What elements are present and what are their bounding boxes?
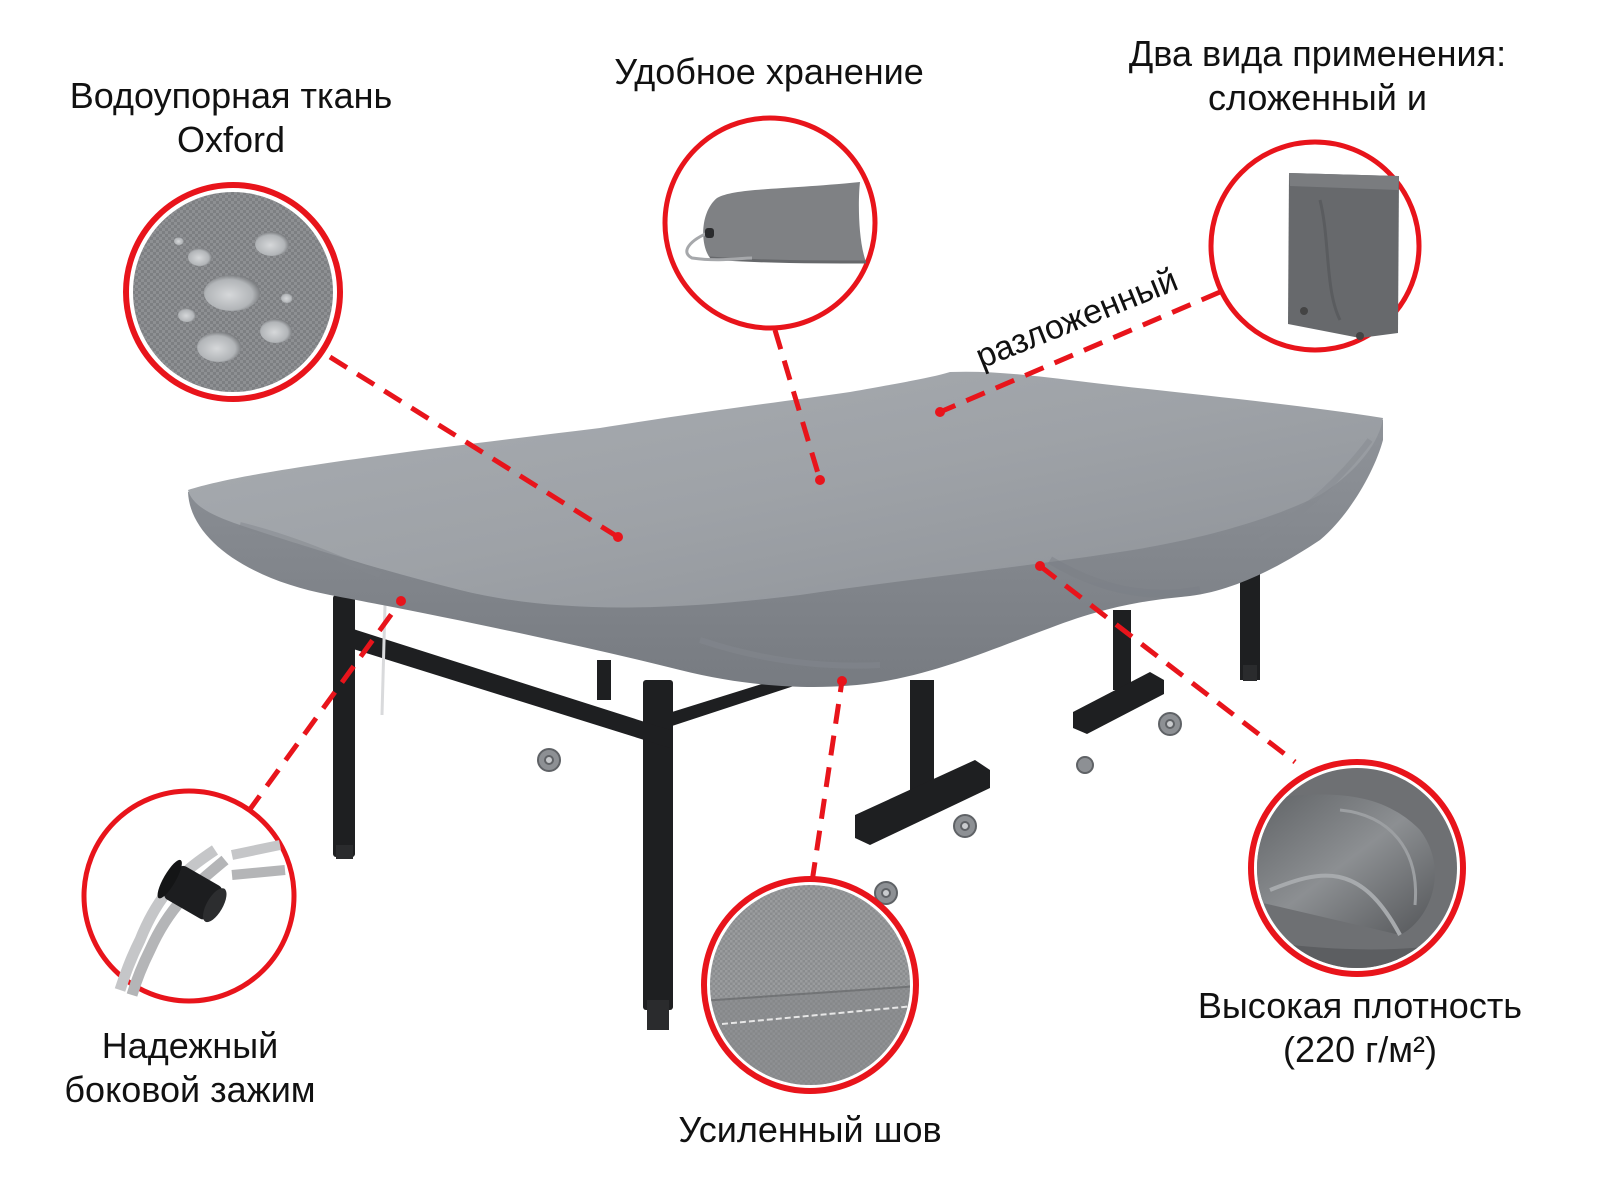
two-modes-label-line1: Два вида применения:: [1128, 33, 1507, 74]
two-modes-label-line2: сложенный и: [1208, 77, 1427, 118]
storage-bag-icon: [662, 115, 878, 331]
table-cover: [188, 371, 1383, 687]
table-frame: [333, 565, 1260, 1030]
density-label: Высокая плотность (220 г/м²): [1175, 984, 1545, 1072]
callout-dots: [396, 407, 1045, 686]
waterproof-fabric-label-line2: Oxford: [176, 119, 286, 160]
waterproof-fabric-label-line1: Водоупорная ткань: [69, 75, 393, 116]
waterproof-fabric-label: Водоупорная ткань Oxford: [46, 74, 416, 162]
side-clamp-label-line2: боковой зажим: [64, 1069, 316, 1110]
callout-lines: [245, 289, 1297, 883]
storage-label: Удобное хранение: [596, 50, 942, 94]
casters: [537, 712, 1182, 905]
cord-lock-icon: [81, 788, 297, 1004]
waterproof-fabric-icon: [123, 182, 343, 402]
storage-label-line1: Удобное хранение: [614, 51, 924, 92]
reinforced-seam-icon: [701, 876, 919, 1094]
density-label-line2: (220 г/м²): [1283, 1029, 1437, 1070]
seam-label-line1: Усиленный шов: [678, 1109, 942, 1150]
side-clamp-label: Надежный боковой зажим: [40, 1024, 340, 1112]
two-modes-label: Два вида применения: сложенный и: [1105, 32, 1530, 120]
folded-cover-icon: [1208, 139, 1422, 353]
side-clamp-label-line1: Надежный: [101, 1025, 279, 1066]
seam-label: Усиленный шов: [650, 1108, 970, 1152]
density-label-line1: Высокая плотность: [1197, 985, 1523, 1026]
density-fold-icon: [1248, 759, 1466, 977]
